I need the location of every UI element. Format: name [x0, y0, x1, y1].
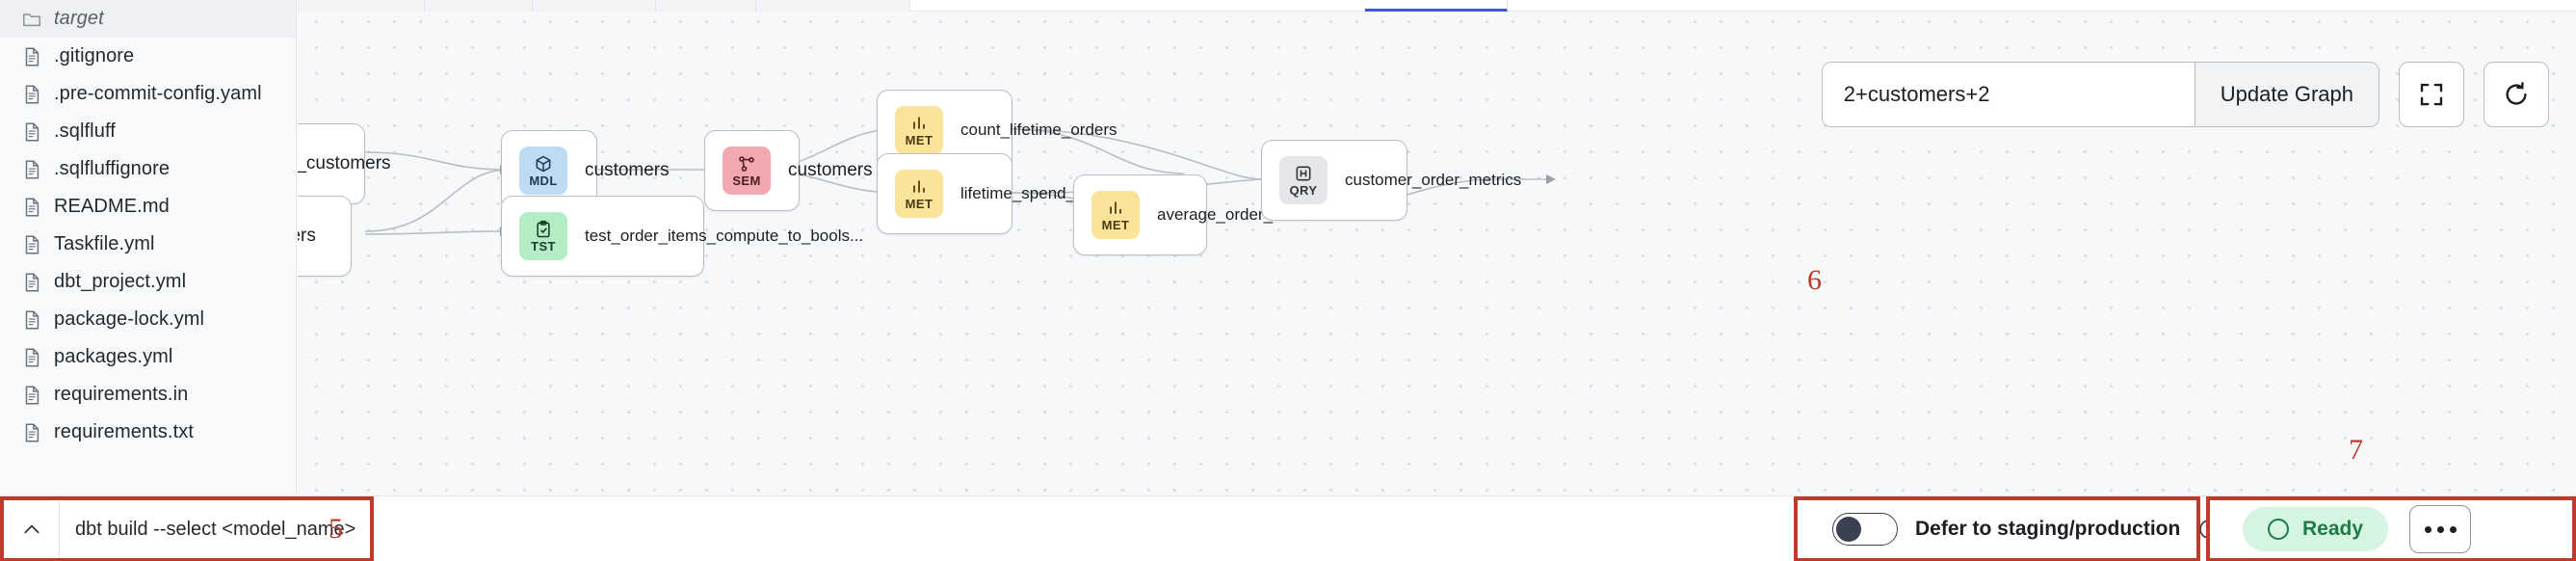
- bar-chart-icon: MET: [895, 170, 943, 218]
- graph-node-customer-order-metrics[interactable]: QRY customer_order_metrics: [1261, 140, 1521, 221]
- defer-label: Defer to staging/production: [1915, 518, 2181, 540]
- badge-text: SEM: [732, 174, 761, 188]
- defer-toggle[interactable]: [1832, 513, 1898, 546]
- dot: [2449, 525, 2457, 533]
- editor-tabstrip: [298, 0, 2576, 12]
- semantic-icon: SEM: [723, 147, 771, 195]
- command-input-zone[interactable]: dbt build --select <model_name> 5: [0, 496, 374, 561]
- graph-node-label: stg_customers: [298, 153, 391, 174]
- graph-node-label: customer_order_metrics: [1345, 171, 1522, 189]
- annotation-marker-7: 7: [2349, 434, 2363, 466]
- file-row-requirements-in[interactable]: requirements.in: [0, 376, 296, 414]
- graph-node-customers-semantic[interactable]: SEM customers: [704, 130, 873, 211]
- annotation-marker-5: 5: [329, 513, 343, 545]
- file-icon: [21, 422, 42, 443]
- file-label: target: [54, 8, 104, 29]
- graph-node-label: customers: [788, 160, 873, 180]
- file-row-sqlfluff[interactable]: .sqlfluff: [0, 113, 296, 150]
- file-icon: [21, 84, 42, 105]
- dot: [2424, 525, 2431, 533]
- file-label: .gitignore: [54, 45, 135, 67]
- annotation-marker-6: 6: [1807, 264, 1822, 296]
- tab-1[interactable]: [298, 0, 425, 12]
- lineage-graph-canvas[interactable]: stg_customers orders MDL customers: [298, 0, 2576, 495]
- file-row-packages-yml[interactable]: packages.yml: [0, 338, 296, 376]
- tab-5[interactable]: [756, 0, 910, 12]
- graph-selector-input[interactable]: [1822, 63, 2195, 126]
- file-row-target[interactable]: target: [0, 0, 296, 38]
- file-label: package-lock.yml: [54, 308, 205, 330]
- file-label: requirements.in: [54, 384, 189, 405]
- query-icon: QRY: [1279, 156, 1327, 204]
- dot: [2436, 525, 2444, 533]
- file-row-sqlfluffignore[interactable]: .sqlfluffignore: [0, 150, 296, 188]
- file-icon: [21, 159, 42, 180]
- graph-node-lifetime-spend-pretax[interactable]: MET lifetime_spend_pretax: [877, 153, 1120, 234]
- file-row-gitignore[interactable]: .gitignore: [0, 38, 296, 75]
- graph-node-label: count_lifetime_orders: [960, 120, 1117, 139]
- graph-node-average-order-value[interactable]: MET average_order_value: [1073, 174, 1312, 255]
- badge-text: QRY: [1289, 183, 1318, 198]
- file-list: target .gitignore .pre-commit-config.yaml.…: [0, 0, 296, 451]
- file-icon: [21, 272, 42, 293]
- file-icon: [21, 234, 42, 255]
- graph-node-label: test_order_items_compute_to_bools...: [585, 227, 864, 245]
- graph-node-orders[interactable]: orders: [298, 196, 352, 277]
- graph-toolbar: Update Graph: [1821, 62, 2549, 127]
- graph-node-stg-customers[interactable]: stg_customers: [298, 123, 391, 204]
- badge-text: MET: [905, 133, 933, 147]
- file-explorer-sidebar: target .gitignore .pre-commit-config.yaml.…: [0, 0, 297, 495]
- file-icon: [21, 385, 42, 406]
- circle-icon: [2268, 519, 2289, 540]
- file-row-requirements-txt[interactable]: requirements.txt: [0, 414, 296, 451]
- bottom-status-bar: dbt build --select <model_name> 5 Defer …: [0, 495, 2576, 561]
- bar-chart-icon: MET: [895, 106, 943, 154]
- file-label: .sqlfluff: [54, 120, 116, 142]
- tab-3[interactable]: [533, 0, 656, 12]
- tab-4[interactable]: [656, 0, 756, 12]
- file-row-taskfile-yml[interactable]: Taskfile.yml: [0, 226, 296, 263]
- file-label: packages.yml: [54, 346, 173, 367]
- badge-text: MDL: [529, 174, 558, 188]
- clipboard-check-icon: TST: [519, 212, 567, 260]
- status-badge[interactable]: Ready: [2243, 507, 2389, 551]
- badge-text: TST: [531, 239, 556, 254]
- file-icon: [21, 197, 42, 218]
- file-label: dbt_project.yml: [54, 271, 187, 292]
- graph-node-label: orders: [298, 226, 316, 246]
- file-icon: [21, 121, 42, 143]
- status-label: Ready: [2302, 518, 2364, 540]
- file-label: .sqlfluffignore: [54, 158, 171, 179]
- tab-2[interactable]: [425, 0, 533, 12]
- file-icon: [21, 309, 42, 331]
- file-icon: [21, 347, 42, 368]
- badge-text: MET: [1101, 218, 1130, 232]
- file-label: .pre-commit-config.yaml: [54, 83, 262, 104]
- selector-group: Update Graph: [1821, 62, 2379, 127]
- fullscreen-icon[interactable]: [2399, 62, 2464, 127]
- toggle-knob: [1836, 516, 1861, 542]
- chevron-up-icon[interactable]: [4, 500, 60, 558]
- file-label: requirements.txt: [54, 421, 194, 442]
- file-label: Taskfile.yml: [54, 233, 155, 254]
- update-graph-button[interactable]: Update Graph: [2194, 63, 2379, 126]
- defer-toggle-zone: Defer to staging/production: [1794, 496, 2220, 561]
- refresh-icon[interactable]: [2484, 62, 2549, 127]
- file-row-readme-md[interactable]: README.md: [0, 188, 296, 226]
- bar-chart-icon: MET: [1091, 191, 1140, 239]
- command-input[interactable]: dbt build --select <model_name>: [75, 518, 356, 540]
- folder-icon: [21, 9, 42, 30]
- file-icon: [21, 46, 42, 67]
- tab-lineage-active[interactable]: [1365, 0, 1508, 12]
- file-row-dbt-project-yml[interactable]: dbt_project.yml: [0, 263, 296, 301]
- cube-icon: MDL: [519, 147, 567, 195]
- ellipsis-icon[interactable]: [2409, 505, 2472, 553]
- graph-node-label: customers: [585, 160, 670, 180]
- file-row-pre-commit-config-yaml[interactable]: .pre-commit-config.yaml: [0, 75, 296, 113]
- graph-node-test-order-items[interactable]: TST test_order_items_compute_to_bools...: [501, 196, 863, 277]
- file-label: README.md: [54, 196, 170, 217]
- badge-text: MET: [905, 197, 933, 211]
- status-zone: Ready: [2206, 496, 2576, 561]
- file-row-package-lock-yml[interactable]: package-lock.yml: [0, 301, 296, 338]
